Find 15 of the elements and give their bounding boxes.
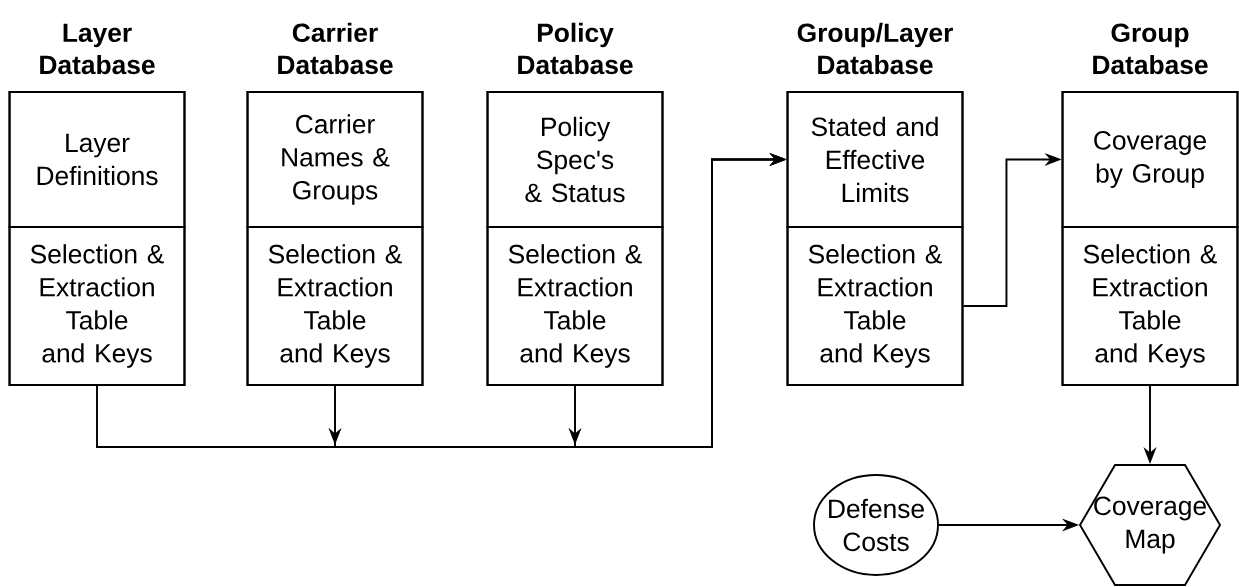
section-box: Policy Spec's & Status	[486, 91, 664, 228]
section-box: Stated and Effective Limits	[786, 91, 964, 228]
table-section-box: Selection & Extraction Table and Keys	[786, 226, 964, 386]
node-label: Carrier Database	[278, 22, 393, 75]
table-section-box: Selection & Extraction Table and Keys	[246, 226, 424, 386]
node-label: Group/Layer Database	[797, 22, 953, 75]
node-label: Group Database	[1093, 23, 1208, 75]
node-label: Policy Database	[518, 22, 633, 75]
node-label: Layer Database	[40, 23, 155, 75]
section-box: Layer Definitions	[8, 91, 186, 228]
table-section-box: Selection & Extraction Table and Keys	[486, 226, 664, 386]
section-box: Coverage by Group	[1061, 91, 1239, 228]
table-section-box: Selection & Extraction Table and Keys	[1061, 226, 1239, 386]
table-section-box: Selection & Extraction Table and Keys	[8, 226, 186, 386]
section-box: Carrier Names & Groups	[246, 91, 424, 228]
